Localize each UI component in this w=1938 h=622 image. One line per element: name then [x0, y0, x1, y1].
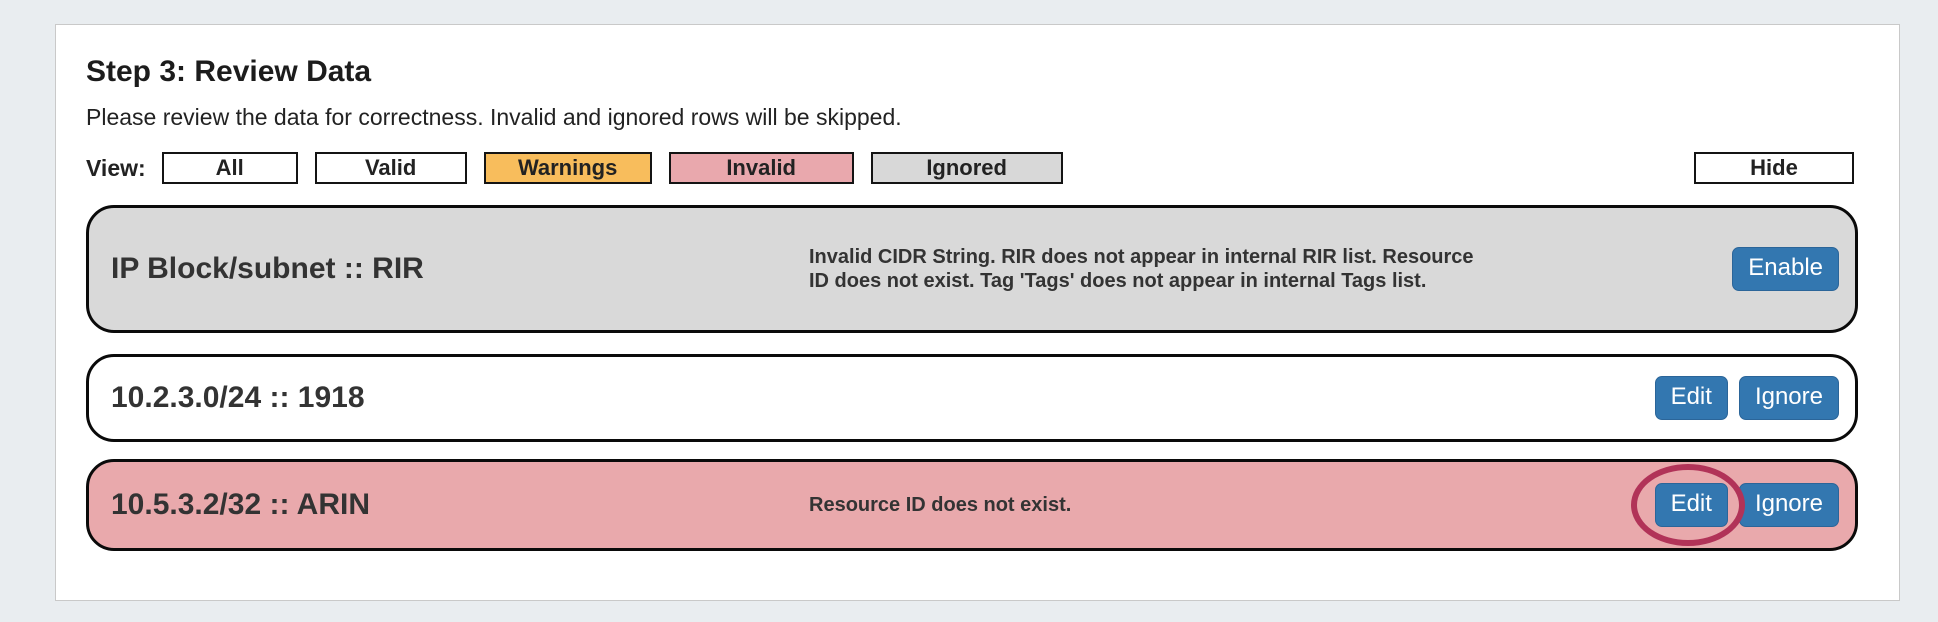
filter-warnings-button[interactable]: Warnings [483, 152, 652, 184]
ignore-button[interactable]: Ignore [1738, 376, 1839, 420]
row-actions: Edit Ignore [1630, 464, 1839, 547]
row-actions: Edit Ignore [1654, 376, 1839, 420]
table-row-ignored-header: IP Block/subnet :: RIR Invalid CIDR Stri… [86, 205, 1858, 333]
review-data-panel: Step 3: Review Data Please review the da… [55, 24, 1900, 601]
row-title: 10.2.3.0/24 :: 1918 [111, 381, 365, 414]
filter-invalid-button[interactable]: Invalid [668, 152, 854, 184]
filter-all-button[interactable]: All [161, 152, 298, 184]
edit-button[interactable]: Edit [1654, 483, 1728, 527]
edit-button[interactable]: Edit [1654, 376, 1728, 420]
edit-button-annotation-wrap: Edit [1630, 464, 1745, 547]
table-row-invalid: 10.5.3.2/32 :: ARIN Resource ID does not… [86, 459, 1858, 551]
row-title: 10.5.3.2/32 :: ARIN [111, 488, 370, 521]
view-label: View: [86, 154, 146, 181]
page-subtitle: Please review the data for correctness. … [86, 104, 902, 130]
review-rows-list: IP Block/subnet :: RIR Invalid CIDR Stri… [86, 205, 1858, 551]
row-actions: Enable [1732, 247, 1839, 291]
row-error-message: Resource ID does not exist. [809, 494, 1072, 516]
filter-valid-button[interactable]: Valid [314, 152, 467, 184]
filter-ignored-button[interactable]: Ignored [870, 152, 1063, 184]
ignore-button[interactable]: Ignore [1738, 483, 1839, 527]
row-error-message: Invalid CIDR String. RIR does not appear… [809, 246, 1474, 292]
hide-button[interactable]: Hide [1694, 152, 1854, 184]
table-row-valid: 10.2.3.0/24 :: 1918 Edit Ignore [86, 354, 1858, 442]
page-title: Step 3: Review Data [86, 55, 372, 88]
row-title: IP Block/subnet :: RIR [111, 252, 424, 285]
enable-button[interactable]: Enable [1732, 247, 1839, 291]
view-filter-bar: View: All Valid Warnings Invalid Ignored… [86, 151, 1869, 185]
